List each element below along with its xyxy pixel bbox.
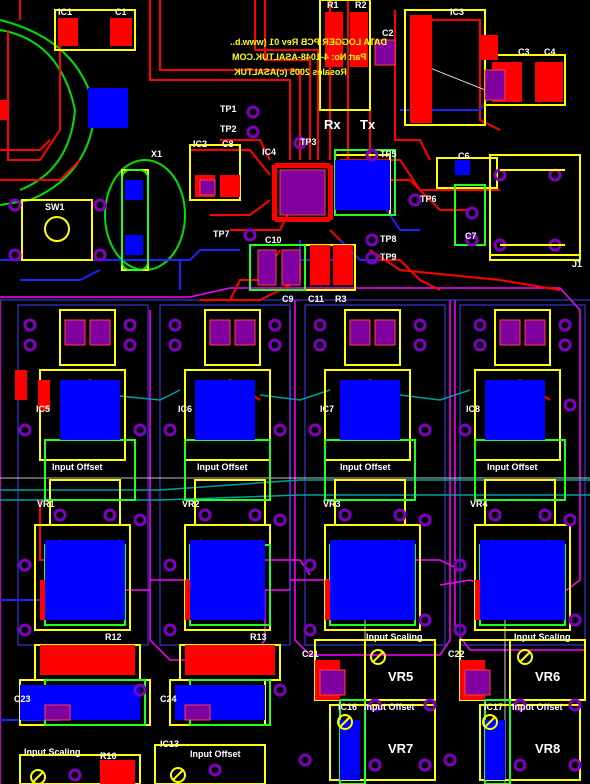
r1-label: R1	[327, 0, 339, 10]
vr4-label: VR4	[470, 499, 488, 509]
c6-label: C6	[458, 151, 470, 161]
x1-label: X1	[151, 149, 163, 159]
offset-label-3: Input Offset	[340, 462, 391, 472]
ic17-label: IC17	[484, 702, 504, 712]
tp7-label: TP7	[213, 229, 230, 239]
offset-label-2: Input Offset	[197, 462, 248, 472]
vr1-label: VR1	[37, 499, 55, 509]
offset-label-4: Input Offset	[487, 462, 538, 472]
ic2-label: IC2	[193, 139, 208, 149]
mirrored-line-1: DATA LOGGER PCB Rev 01 (www.b..	[230, 37, 388, 47]
vr8-label: VR8	[535, 741, 561, 756]
tp3-label: TP3	[300, 137, 317, 147]
c1-label: C1	[115, 7, 127, 17]
ic1-label: IC1	[58, 7, 73, 17]
offset-label-6: Input Offset	[512, 702, 563, 712]
rx-label: Rx	[324, 117, 341, 132]
scaling-label-3: Input Scaling	[24, 747, 81, 757]
offset-label-5: Input Offset	[364, 702, 415, 712]
ic5-label: IC5	[36, 404, 51, 414]
c24-label: C24	[160, 694, 177, 704]
mirrored-line-3: Rosales 2005 (c)ASALTUK	[234, 67, 347, 77]
c22-label: C22	[448, 649, 465, 659]
tx-label: Tx	[360, 117, 376, 132]
vr2-label: VR2	[182, 499, 200, 509]
r2-label: R2	[355, 0, 367, 10]
scaling-label-2: Input Scaling	[514, 632, 571, 642]
connector-j1	[489, 154, 581, 261]
purple-pads	[44, 39, 546, 721]
c11-label: C11	[308, 294, 325, 304]
ic16-label: IC16	[338, 702, 358, 712]
tp9-label: TP9	[380, 252, 397, 262]
c4-label: C4	[544, 47, 556, 57]
c9-label: C9	[282, 294, 294, 304]
c21-label: C21	[302, 649, 319, 659]
ic13-label: IC13	[160, 739, 180, 749]
vr3-label: VR3	[323, 499, 341, 509]
r12-label: R12	[105, 632, 122, 642]
vias	[8, 105, 582, 782]
c8-label: C8	[222, 139, 234, 149]
tp5-label: TP5	[380, 149, 397, 159]
offset-label-7: Input Offset	[190, 749, 241, 759]
ic3-label: IC3	[450, 7, 465, 17]
vr7-label: VR7	[388, 741, 414, 756]
ic4-label: IC4	[262, 147, 277, 157]
ic7-label: IC7	[320, 404, 335, 414]
c10-label: C10	[265, 235, 282, 245]
offset-label-1: Input Offset	[52, 462, 103, 472]
r16-label: R16	[100, 751, 117, 761]
ic6-label: IC6	[178, 404, 193, 414]
j1-label: J1	[572, 259, 583, 269]
c2-label: C2	[382, 28, 394, 38]
qfp-ic4	[272, 163, 333, 222]
c7-label: C7	[465, 231, 477, 241]
silk-outlines	[19, 0, 586, 784]
ic8-label: IC8	[466, 404, 481, 414]
c23-label: C23	[14, 694, 31, 704]
c3-label: C3	[518, 47, 530, 57]
r13-label: R13	[250, 632, 267, 642]
red-pads	[0, 12, 563, 784]
r3-label: R3	[335, 294, 347, 304]
blue-pads	[20, 88, 565, 780]
tp1-label: TP1	[220, 104, 237, 114]
tp6-label: TP6	[420, 194, 437, 204]
scaling-label-1: Input Scaling	[366, 632, 423, 642]
pot-symbols	[30, 216, 533, 784]
mirrored-line-2: Part No: 4-1048-ASALTUK.COM	[232, 52, 367, 62]
sw1-label: SW1	[45, 202, 65, 212]
tp8-label: TP8	[380, 234, 397, 244]
tp2-label: TP2	[220, 124, 237, 134]
vr6-label: VR6	[535, 669, 561, 684]
vr5-label: VR5	[388, 669, 414, 684]
